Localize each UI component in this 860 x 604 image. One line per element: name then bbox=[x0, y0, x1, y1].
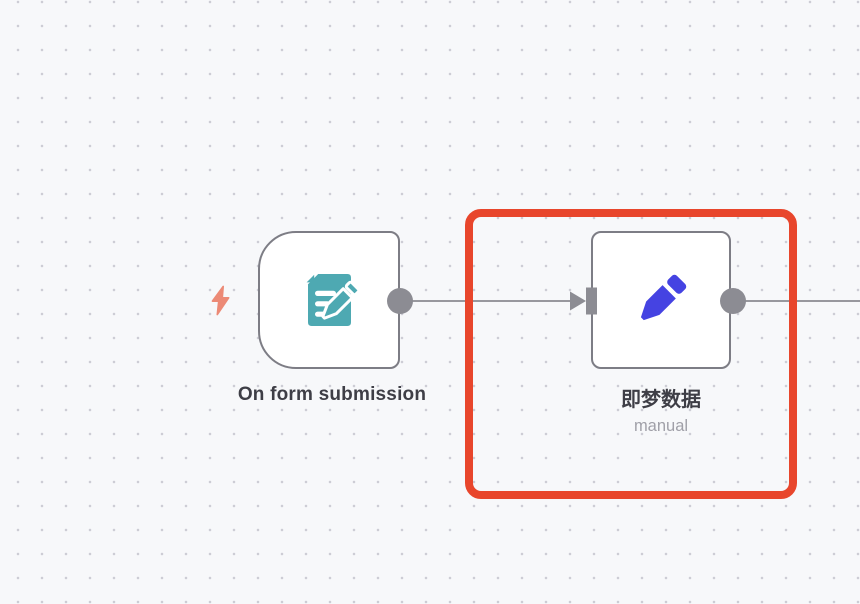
connection-line[interactable] bbox=[733, 300, 860, 302]
connection-line[interactable] bbox=[400, 300, 580, 302]
output-endpoint[interactable] bbox=[720, 288, 746, 314]
pencil-icon bbox=[640, 274, 687, 321]
node-on-form-submission[interactable] bbox=[258, 231, 400, 369]
node-label: 即梦数据 bbox=[621, 389, 701, 411]
node-sublabel: manual bbox=[633, 417, 689, 435]
form-document-pencil-icon bbox=[306, 274, 361, 326]
node-jimeng-data[interactable] bbox=[591, 231, 731, 369]
lightning-bolt-icon bbox=[211, 285, 230, 316]
node-label: On form submission bbox=[237, 384, 427, 405]
input-endpoint-arrow[interactable] bbox=[570, 287, 598, 315]
output-endpoint[interactable] bbox=[387, 288, 413, 314]
